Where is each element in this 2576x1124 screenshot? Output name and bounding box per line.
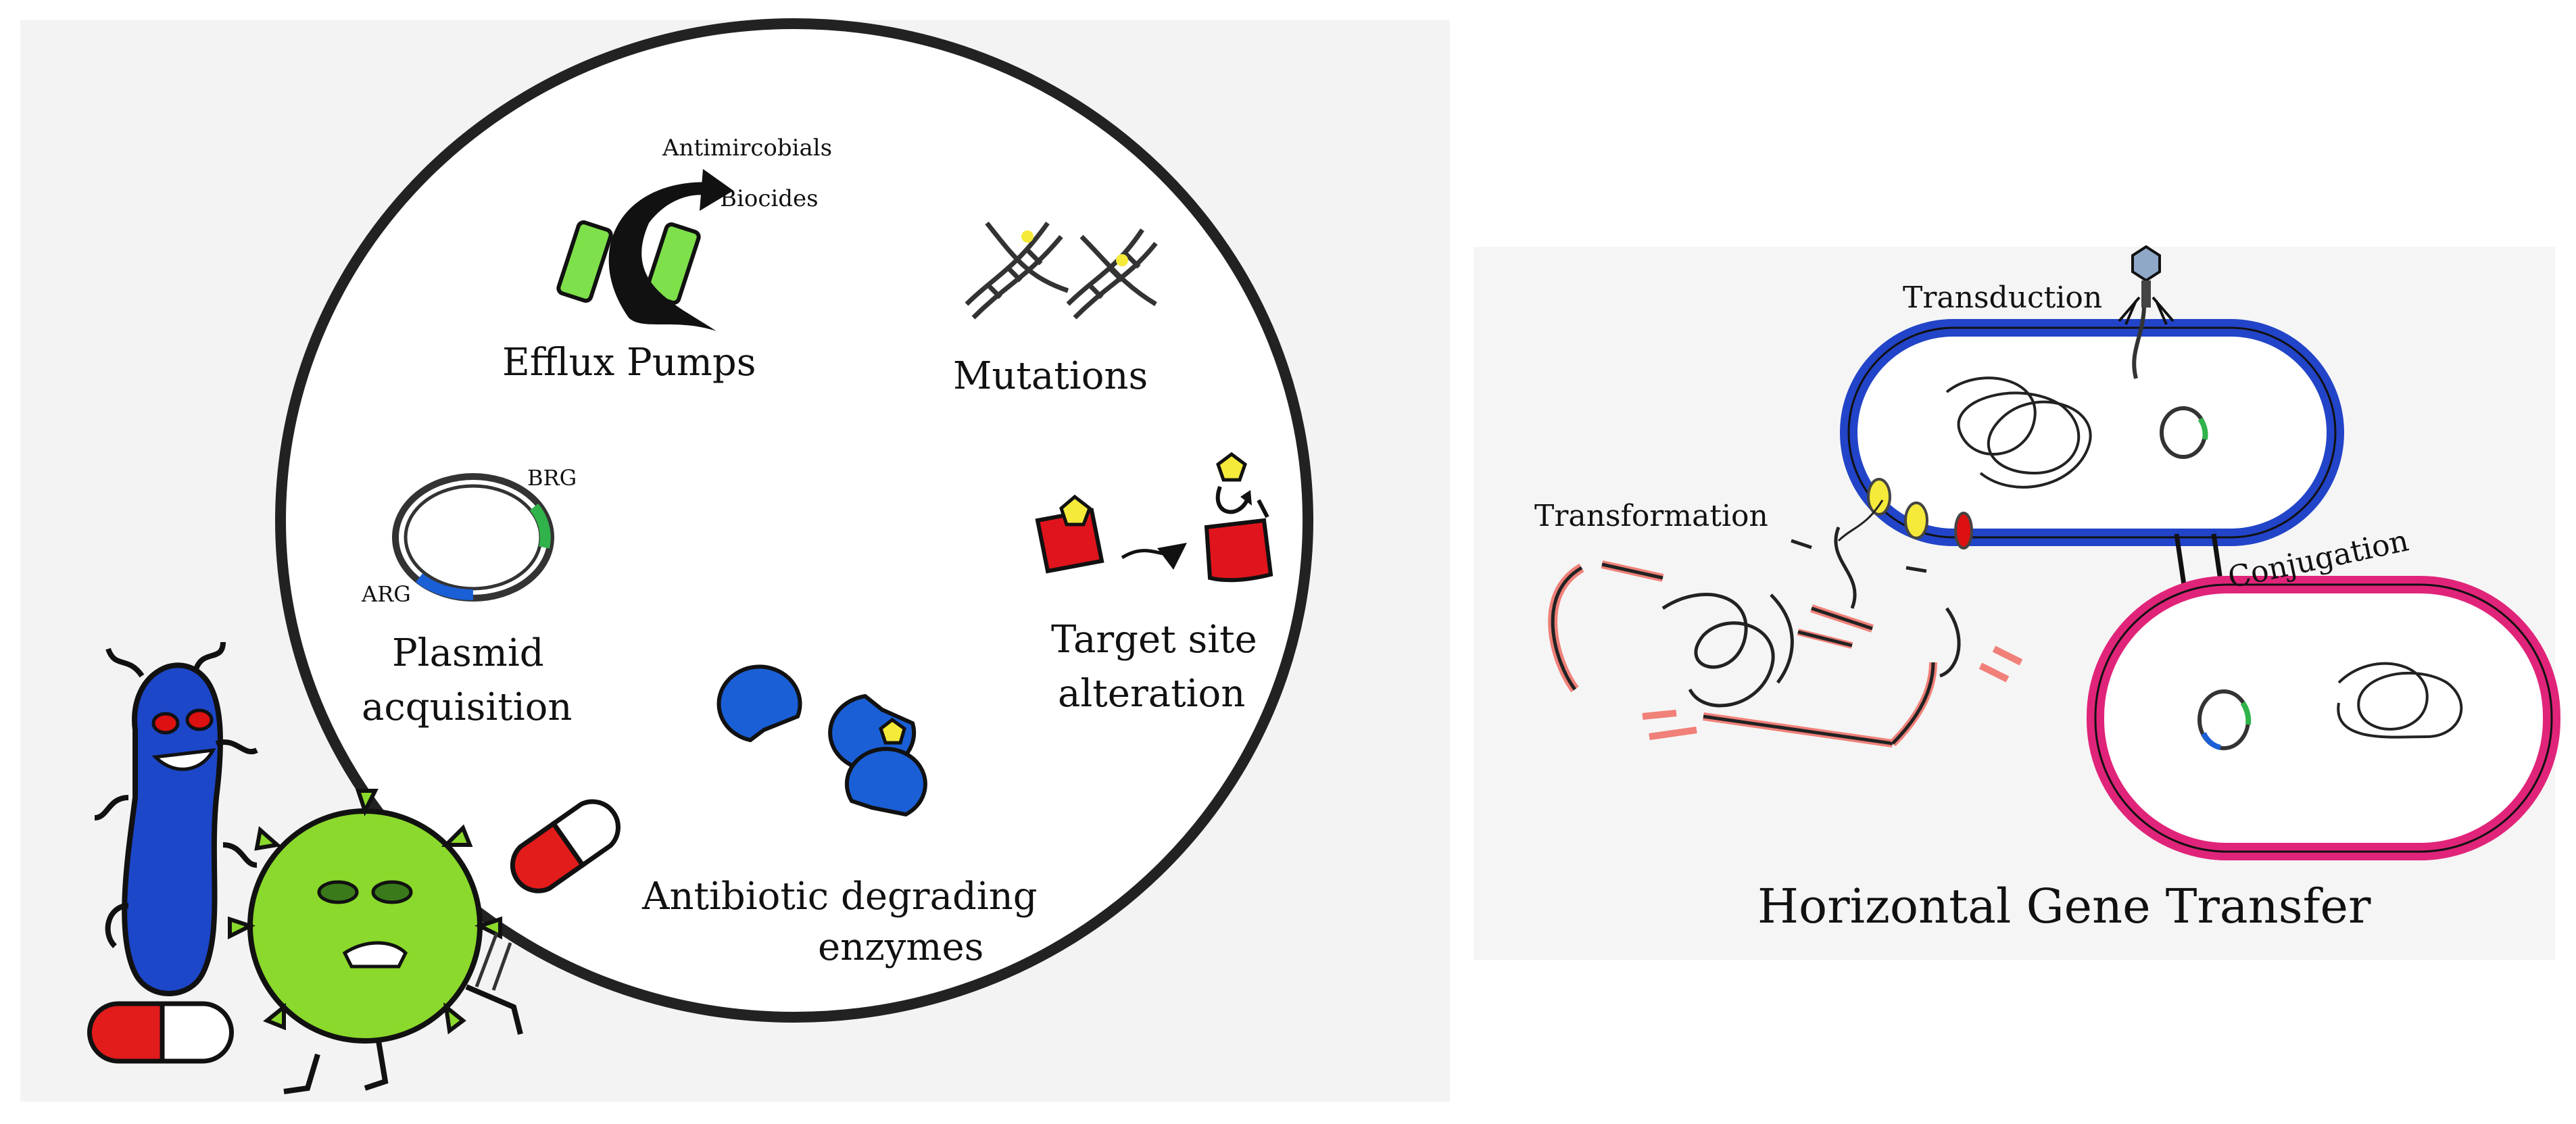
green-bacterium-character: [228, 789, 523, 1094]
efflux-pump-icon: [556, 169, 733, 331]
horizontal-gene-transfer-title: Horizontal Gene Transfer: [1757, 879, 2371, 934]
enzymes-label-line1: Antibiotic degrading: [641, 875, 1038, 919]
donor-cell-magenta: [2087, 576, 2560, 860]
mutations-label: Mutations: [953, 354, 1148, 398]
target-site-label-line1: Target site: [1051, 618, 1257, 662]
plasmid-label-line1: Plasmid: [392, 631, 544, 675]
blue-bacterium-character: [94, 641, 258, 996]
antimicrobials-label: Antimircobials: [662, 135, 832, 162]
target-site-label-line2: alteration: [1058, 672, 1245, 716]
plasmid-icon: [392, 473, 554, 602]
arg-label: ARG: [361, 581, 411, 607]
brg-label: BRG: [527, 465, 577, 491]
biocides-label: Biocides: [720, 185, 819, 212]
enzyme-icon: [716, 664, 927, 817]
membrane-channel-icons: [1837, 478, 1973, 549]
right-panel: Transduction Transformation: [1474, 245, 2560, 960]
dna-mutation-icon: [965, 221, 1158, 320]
mechanisms-circle: [275, 18, 1313, 1023]
transformation-label: Transformation: [1534, 499, 1768, 533]
plasmid-label-line2: acquisition: [362, 685, 572, 729]
efflux-pumps-label: Efflux Pumps: [502, 341, 756, 385]
flying-pill-icon: [510, 799, 621, 894]
motion-lines: [475, 932, 512, 991]
chromosome-magenta-cell: [2337, 662, 2463, 739]
left-panel: Antimircobials Biocides Efflux Pumps Mut…: [20, 18, 1450, 1102]
bacteriophage-icon: [2118, 245, 2174, 379]
enzymes-label-line2: enzymes: [818, 925, 983, 969]
dna-fragments: [1548, 527, 2023, 748]
chromosome-blue-cell: [1945, 376, 2092, 489]
pill-icon: [87, 1001, 234, 1064]
transduction-label: Transduction: [1903, 280, 2102, 315]
target-site-icon: [1035, 451, 1273, 583]
